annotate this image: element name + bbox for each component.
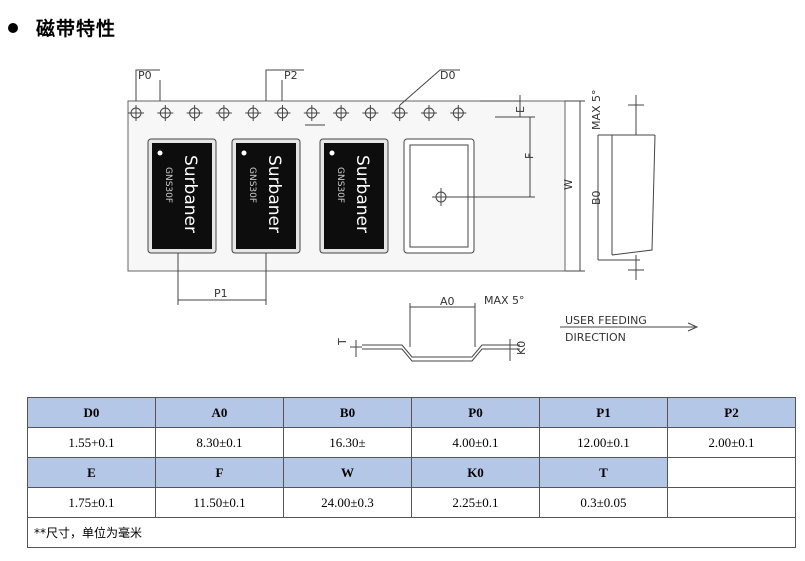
table-cell: 4.00±0.1 [411,427,540,458]
table-header: F [155,457,284,488]
label-t: T [336,338,349,346]
label-b0: B0 [590,190,603,205]
label-e: E [514,106,527,113]
label-w: W [562,179,575,190]
table-empty-cell [667,457,796,488]
component-chip: Surbaner GNS30F [152,143,212,249]
component-brand: Surbaner [180,155,200,233]
component-part: GNS30F [247,167,257,203]
label-max5-top: MAX 5° [590,89,603,130]
bullet-icon [8,22,18,33]
table-cell: 0.3±0.05 [539,487,668,518]
table-cell: 1.55+0.1 [27,427,156,458]
label-k0: K0 [515,341,528,355]
table-cell: 16.30± [283,427,412,458]
table-cell: 12.00±0.1 [539,427,668,458]
table-header: P2 [667,397,796,428]
label-feed-line2: DIRECTION [565,331,626,344]
table-header: B0 [283,397,412,428]
table-cell: 11.50±0.1 [155,487,284,518]
table-cell: 2.00±0.1 [667,427,796,458]
table-note: **尺寸，单位为毫米 [27,517,796,548]
table-header: W [283,457,412,488]
table-header: A0 [155,397,284,428]
component-brand: Surbaner [352,155,372,233]
table-header: K0 [411,457,540,488]
table-cell: 8.30±0.1 [155,427,284,458]
table-header: P0 [411,397,540,428]
table-row-2: 1.75±0.1 11.50±0.1 24.00±0.3 2.25±0.1 0.… [27,487,796,518]
component-part: GNS30F [335,167,345,203]
table-header-row-2: E F W K0 T [27,457,796,488]
table-empty-cell [667,487,796,518]
section-heading: 磁带特性 [8,14,116,41]
table-cell: 2.25±0.1 [411,487,540,518]
label-d0: D0 [440,69,455,82]
spec-table: D0 A0 B0 P0 P1 P2 1.55+0.1 8.30±0.1 16.3… [27,397,796,548]
component-brand: Surbaner [264,155,284,233]
table-header: P1 [539,397,668,428]
table-header: D0 [27,397,156,428]
label-p2: P2 [284,69,298,82]
label-p0: P0 [138,69,152,82]
table-header: E [27,457,156,488]
table-header: T [539,457,668,488]
component-chip: Surbaner GNS30F [324,143,384,249]
component-chip: Surbaner GNS30F [236,143,296,249]
table-note-row: **尺寸，单位为毫米 [27,517,796,548]
component-part: GNS30F [163,167,173,203]
label-a0: A0 [440,295,455,308]
tape-drawing: Surbaner GNS30F Surbaner GNS30F Surbaner GNS3… [127,69,699,362]
table-header-row-1: D0 A0 B0 P0 P1 P2 [27,397,796,428]
table-row-1: 1.55+0.1 8.30±0.1 16.30± 4.00±0.1 12.00±… [27,427,796,458]
section-title: 磁带特性 [36,18,117,40]
label-f: F [523,153,536,159]
label-max5-bottom: MAX 5° [484,294,525,307]
table-cell: 24.00±0.3 [283,487,412,518]
table-cell: 1.75±0.1 [27,487,156,518]
label-feed-line1: USER FEEDING [565,314,647,327]
label-p1: P1 [214,287,228,300]
